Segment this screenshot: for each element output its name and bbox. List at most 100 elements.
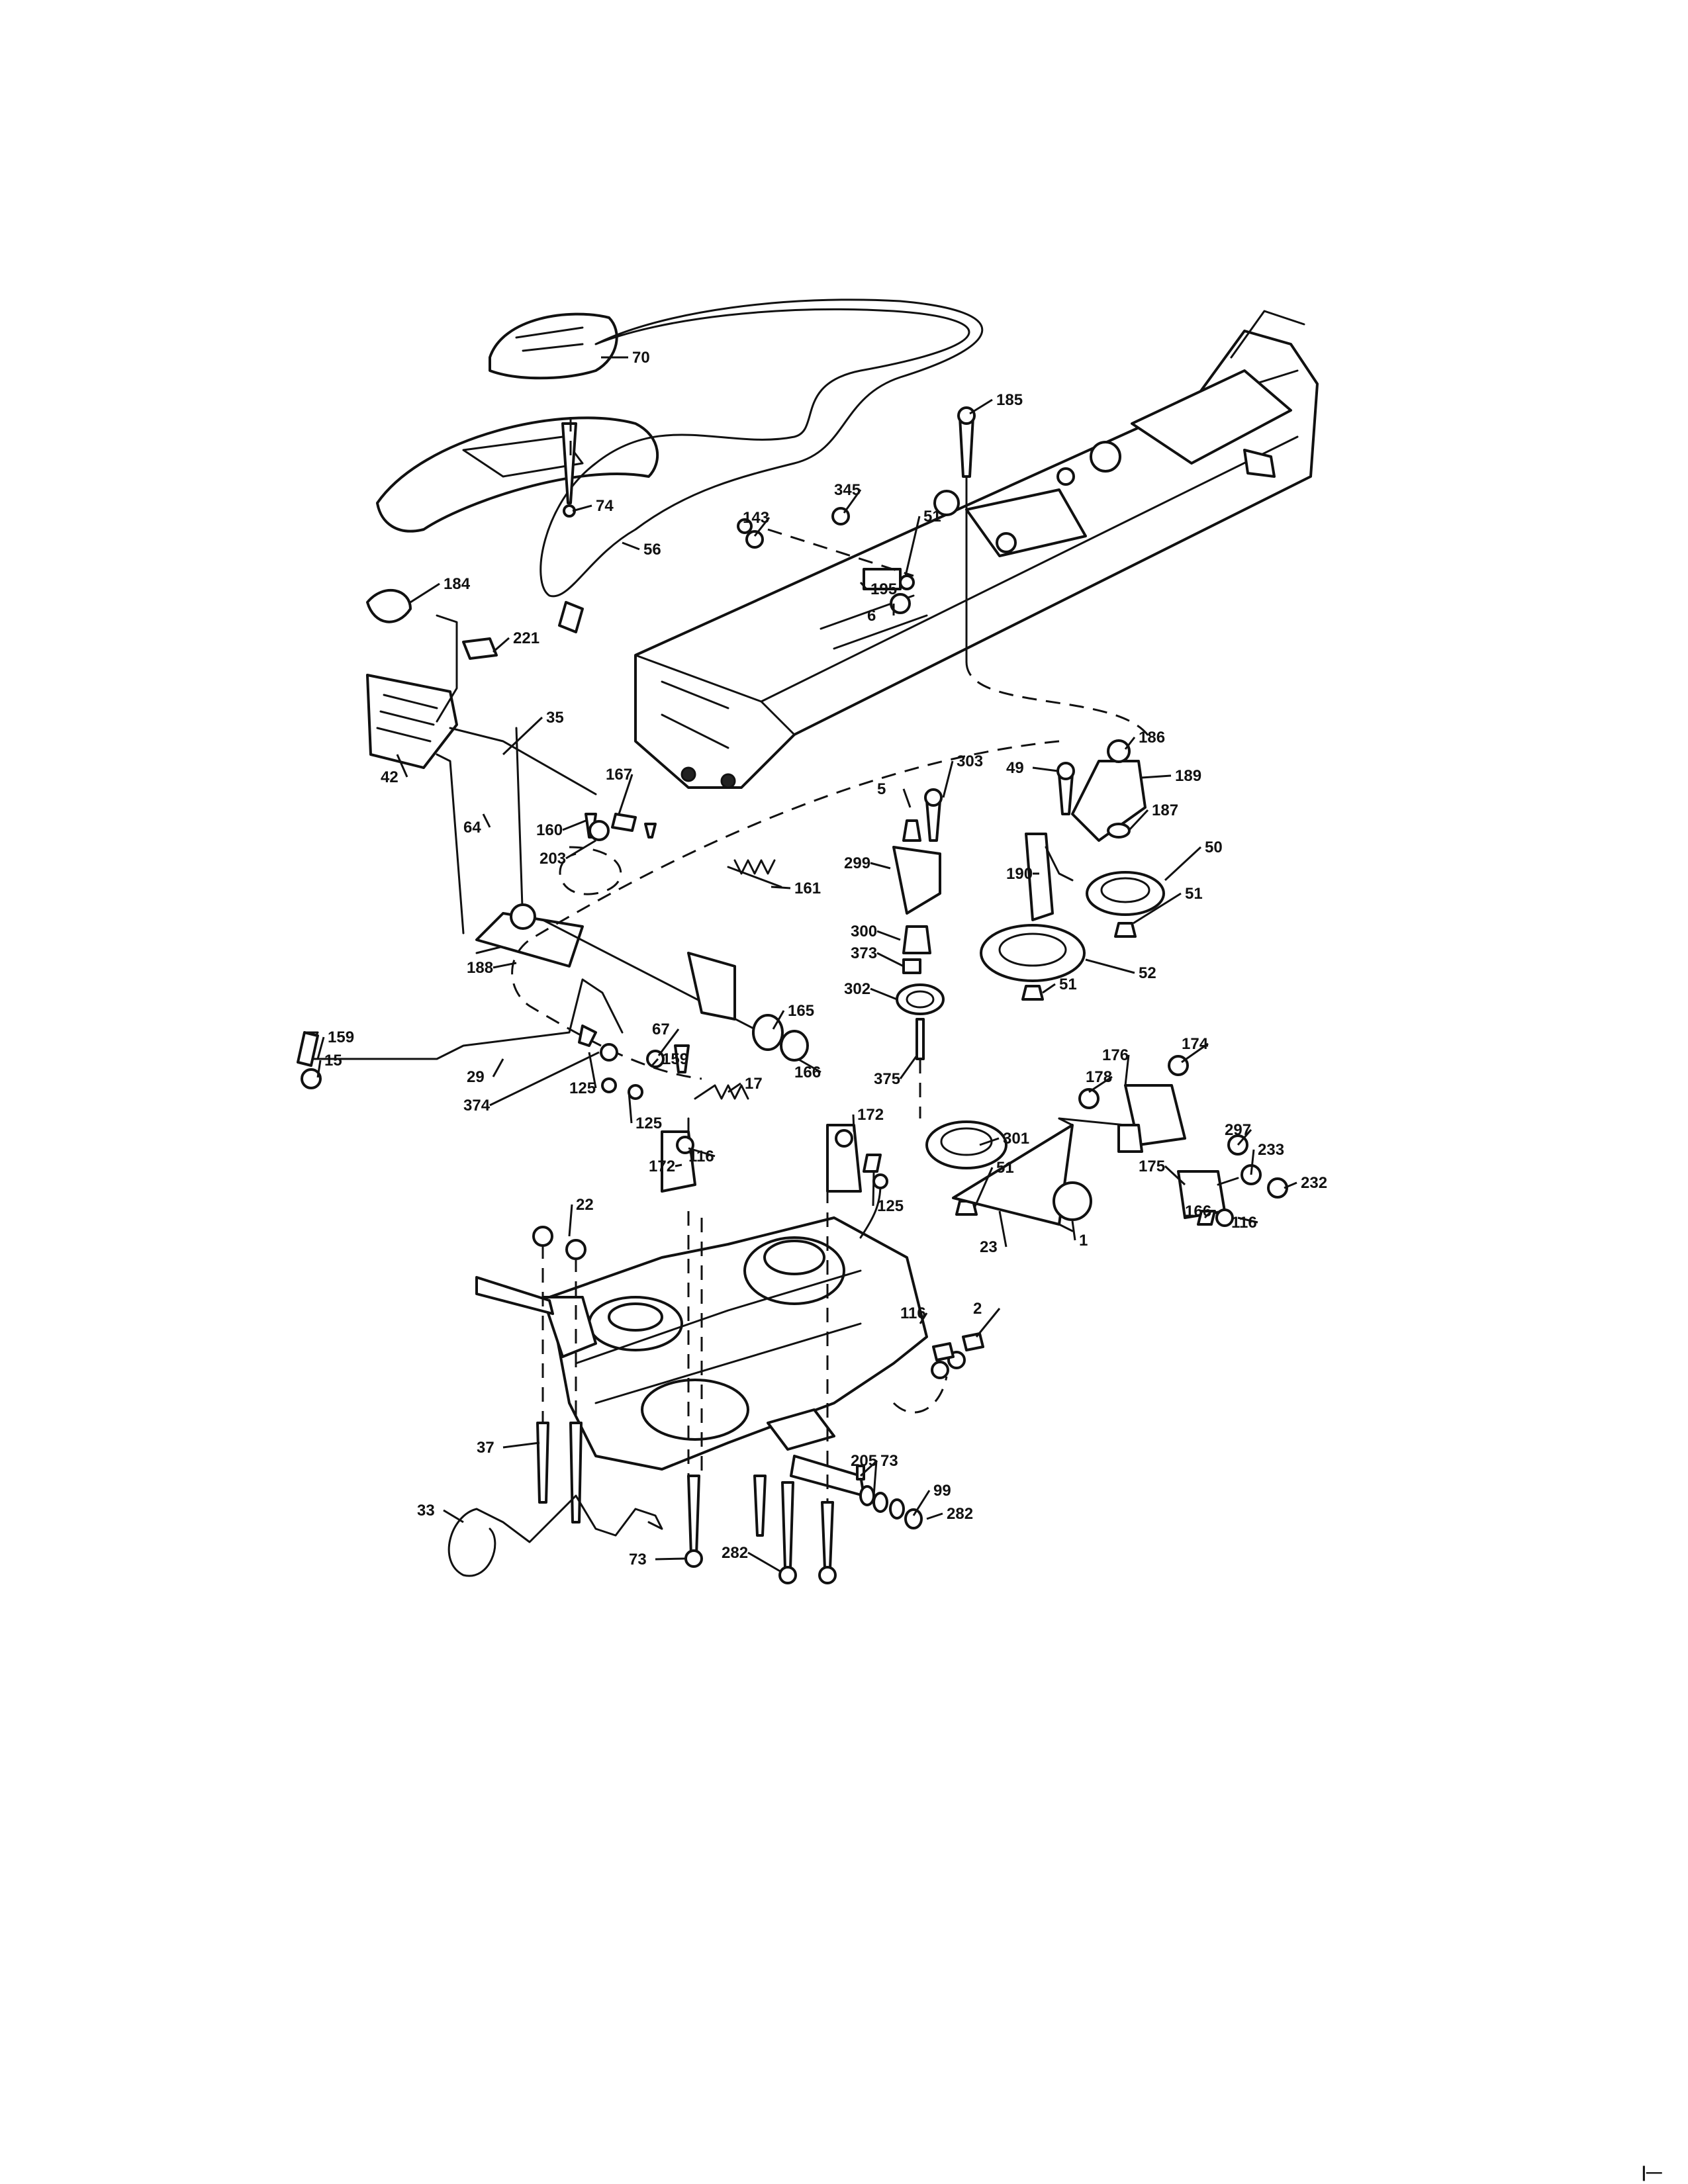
leader-line: [502, 1441, 540, 1449]
leader-line: [942, 760, 954, 798]
corner-mark: |—: [1642, 2163, 1662, 2181]
callout-116: 116: [900, 1304, 928, 1324]
leader-line: [1085, 958, 1135, 974]
leader-line: [618, 774, 633, 815]
leader-line: [872, 1171, 875, 1206]
part-number-label: 51: [996, 1159, 1014, 1177]
part-number-label: 166: [1185, 1203, 1211, 1220]
callout-42: 42: [381, 754, 408, 786]
callout-205: 205: [851, 1452, 878, 1477]
leader-line: [316, 1036, 325, 1060]
callout-116: 116: [688, 1147, 716, 1165]
part-number-label: 35: [546, 709, 564, 727]
part-number-label: 52: [1139, 964, 1156, 982]
leader-line: [772, 1010, 785, 1030]
leader-line: [859, 581, 868, 590]
part-number-label: 299: [844, 854, 870, 872]
leader-line: [969, 398, 993, 415]
leader-line: [926, 1512, 943, 1520]
part-number-label: 203: [539, 850, 566, 868]
callout-22: 22: [568, 1196, 594, 1237]
pulley-bracket: [980, 739, 1165, 1001]
callout-99: 99: [912, 1482, 951, 1516]
callout-143: 143: [743, 509, 771, 537]
callout-187: 187: [1127, 801, 1178, 832]
callout-125: 125: [872, 1171, 904, 1215]
callout-175: 175: [1139, 1158, 1186, 1186]
shift-console-cover: [489, 312, 618, 380]
leader-line: [876, 952, 904, 968]
callout-73: 73: [872, 1452, 898, 1496]
part-number-label: 185: [996, 391, 1023, 409]
callout-174: 174: [1181, 1035, 1209, 1064]
callout-2: 2: [973, 1300, 1001, 1338]
callout-67: 67: [652, 1021, 680, 1056]
part-number-label: 23: [980, 1238, 998, 1256]
part-number-label: 29: [467, 1068, 485, 1086]
leader-line: [565, 839, 596, 860]
leader-line: [1237, 1129, 1252, 1146]
part-number-label: 165: [788, 1002, 814, 1020]
leader-line: [870, 862, 891, 870]
callout-232: 232: [1284, 1174, 1327, 1192]
part-number-label: 67: [652, 1021, 670, 1038]
leader-line: [410, 582, 440, 604]
callout-56: 56: [622, 541, 661, 559]
leader-line: [1164, 846, 1202, 882]
callout-221: 221: [492, 629, 539, 653]
part-number-label: 56: [643, 541, 661, 559]
part-number-label: 184: [444, 575, 471, 593]
callout-160: 160: [536, 819, 586, 839]
part-number-label: 176: [1102, 1046, 1129, 1064]
leader-line: [443, 1509, 464, 1524]
part-number-label: 195: [870, 580, 897, 598]
leader-line: [876, 930, 901, 941]
callout-186: 186: [1124, 729, 1165, 750]
part-number-label: 2: [973, 1300, 982, 1318]
callout-6: 6: [867, 604, 895, 625]
axle-hardware: [856, 1465, 923, 1529]
leader-line: [622, 541, 640, 551]
callout-116: 116: [1231, 1214, 1258, 1232]
callout-35: 35: [502, 709, 564, 756]
leader-line: [852, 1114, 855, 1132]
leader-line: [899, 1055, 918, 1079]
callout-52: 52: [1085, 958, 1156, 982]
part-number-label: 99: [933, 1482, 951, 1500]
callout-185: 185: [969, 391, 1023, 415]
bypass-bracket: [1058, 1055, 1288, 1227]
callout-302: 302: [844, 980, 898, 1001]
callout-374: 374: [463, 1051, 600, 1115]
leader-line: [1071, 1220, 1076, 1241]
callout-165: 165: [772, 1002, 814, 1030]
bushing-washer: [752, 1014, 809, 1062]
leader-line: [747, 1551, 782, 1573]
part-number-label: 221: [513, 629, 539, 647]
part-number-label: 345: [834, 481, 861, 499]
callout-300: 300: [851, 923, 901, 941]
leader-line: [797, 1058, 821, 1073]
part-number-label: 160: [536, 821, 563, 839]
callout-375: 375: [874, 1055, 918, 1088]
leader-line: [1032, 766, 1058, 772]
part-number-label: 37: [477, 1439, 494, 1457]
callout-166: 166: [1185, 1203, 1213, 1220]
leader-line: [651, 1058, 659, 1067]
leader-line: [859, 1459, 878, 1477]
part-number-label: 51: [1185, 885, 1203, 903]
leader-line: [727, 1082, 741, 1093]
callout-51: 51: [973, 1159, 1014, 1208]
part-number-label: 175: [1139, 1158, 1165, 1175]
part-number-label: 374: [463, 1097, 491, 1115]
leader-line: [316, 1060, 322, 1078]
part-number-label: 49: [1006, 759, 1024, 777]
leader-line: [492, 1058, 504, 1077]
part-number-label: 64: [463, 819, 481, 837]
callout-37: 37: [477, 1439, 540, 1457]
leader-line: [1124, 1054, 1130, 1086]
leader-line: [628, 1091, 633, 1124]
callout-159: 159: [651, 1050, 688, 1068]
callout-70: 70: [601, 349, 650, 367]
callout-345: 345: [834, 481, 862, 514]
